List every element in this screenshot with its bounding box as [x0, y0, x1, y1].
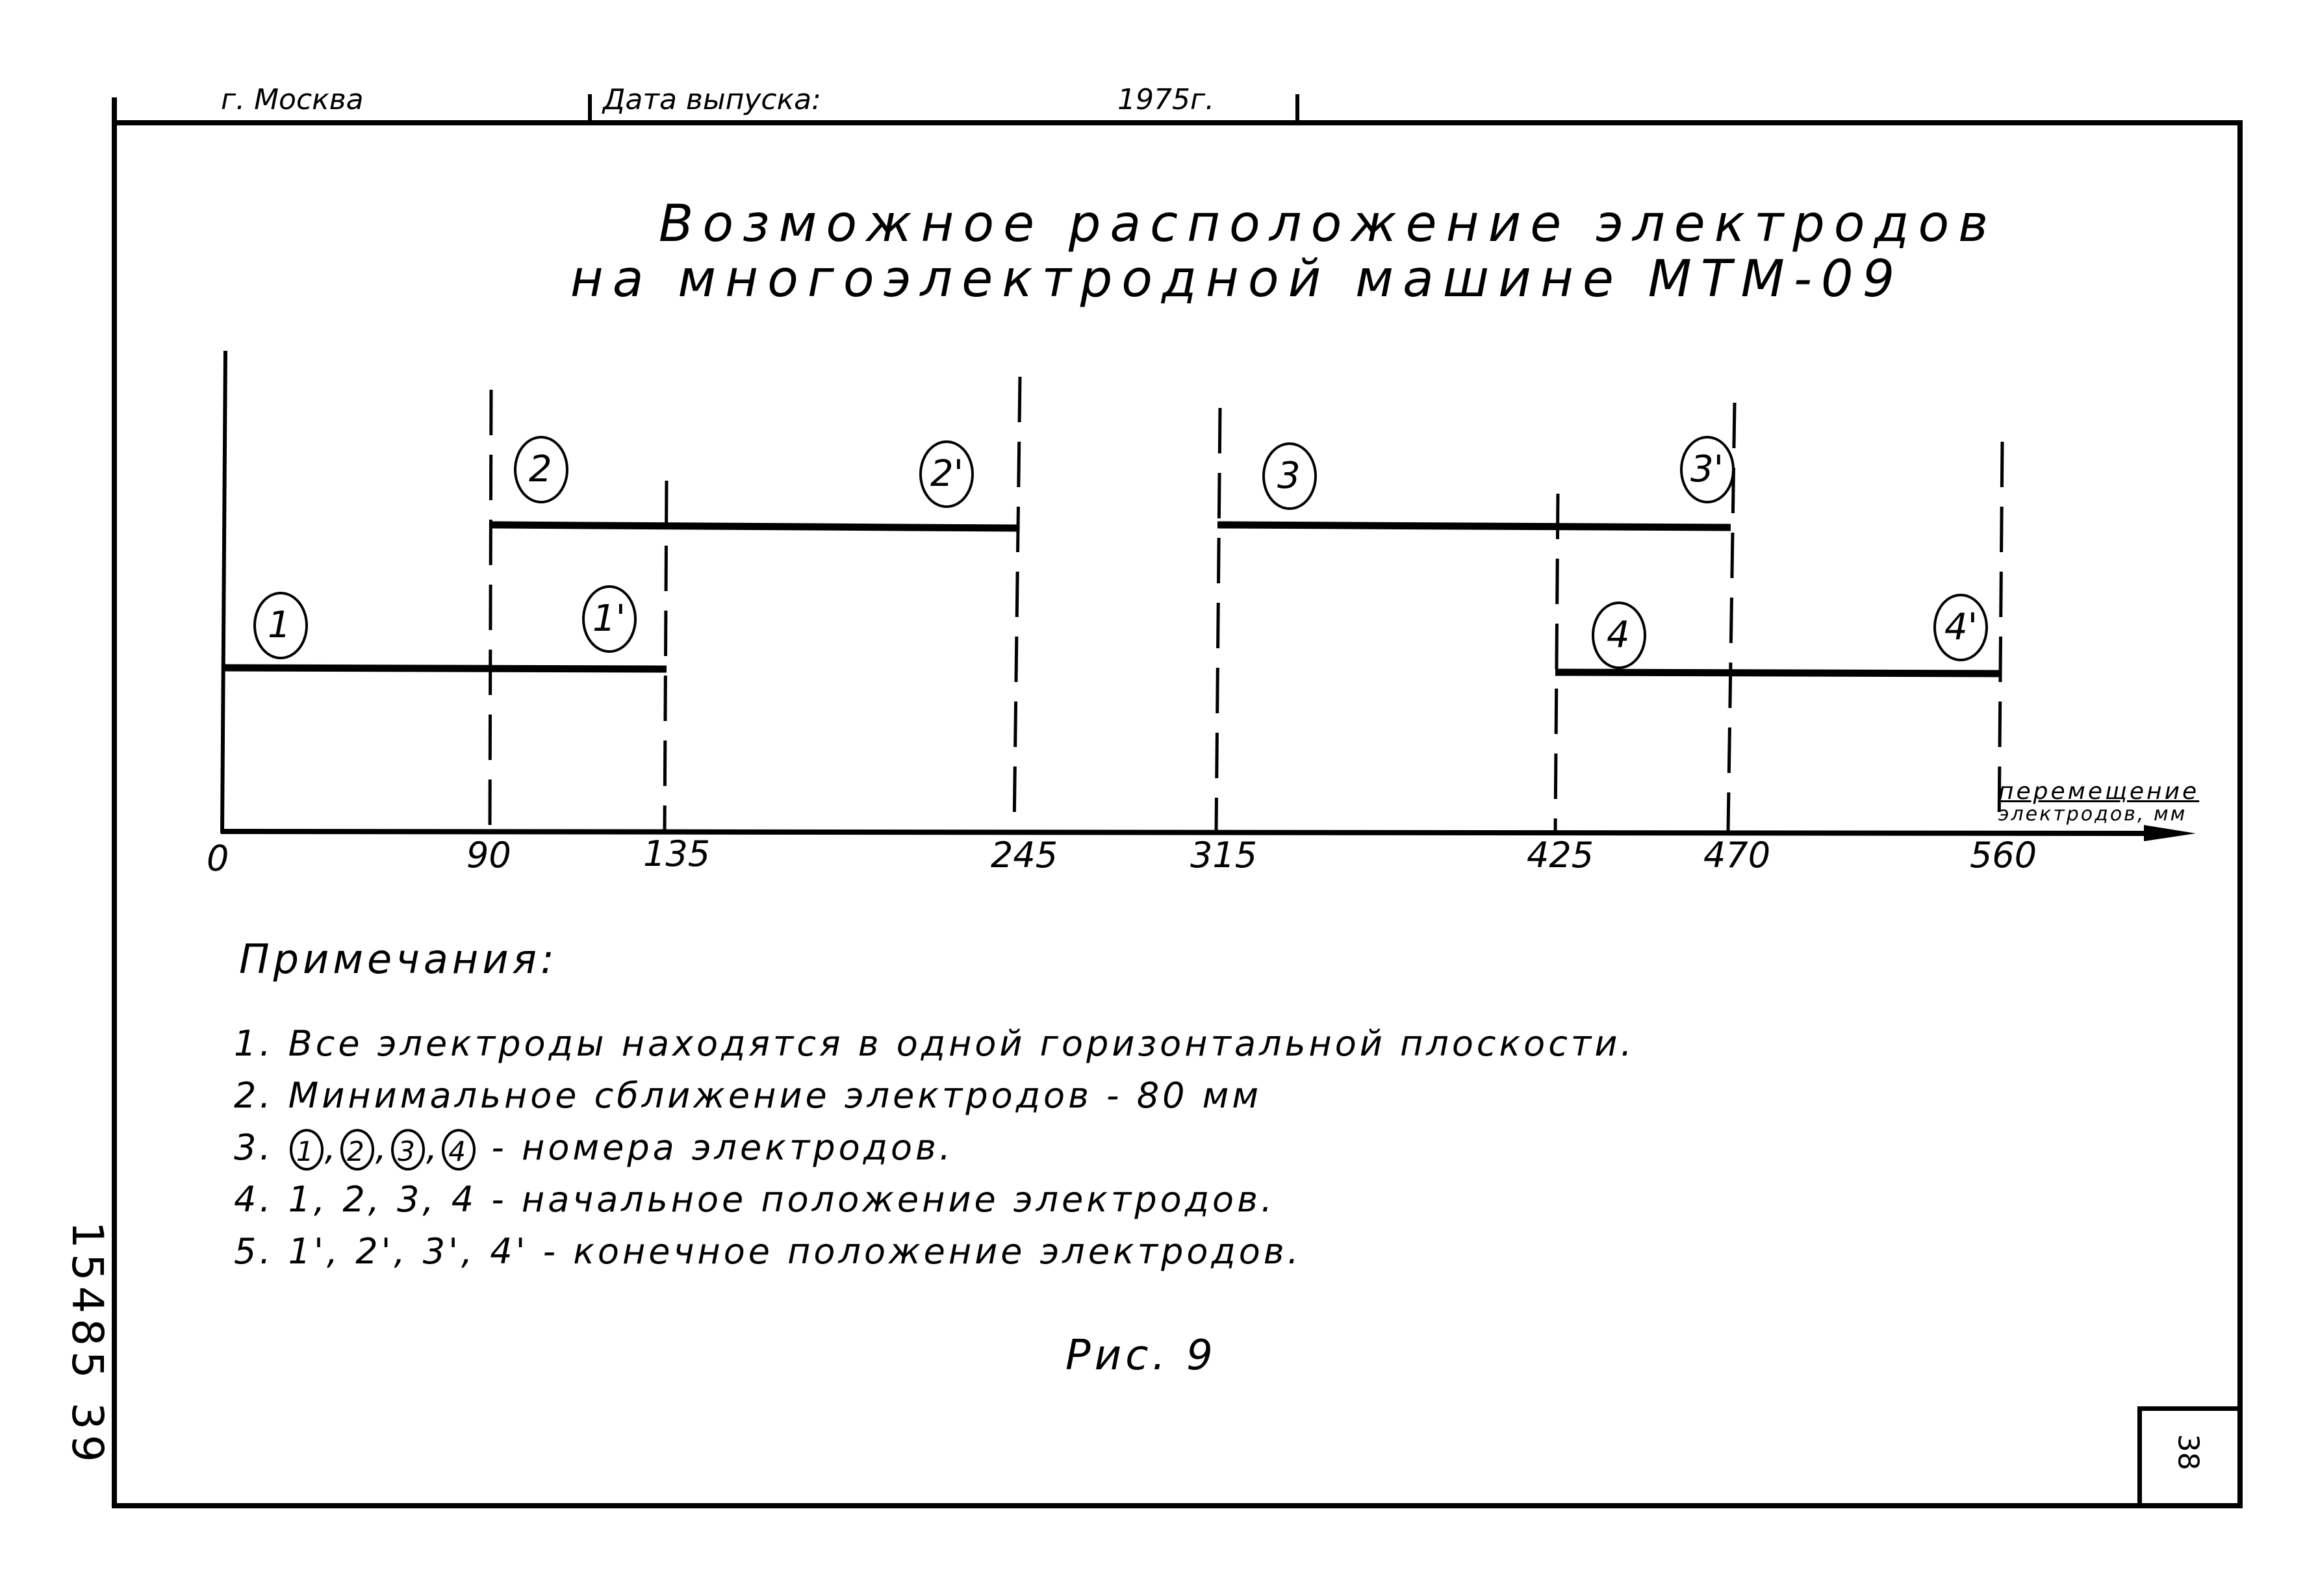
tick-470: 470: [1703, 835, 1771, 876]
marker-4prime-label: 4': [1944, 606, 1978, 648]
electrode-4-bar: [1555, 668, 2002, 678]
marker-3prime-circle-icon: [1680, 436, 1735, 503]
note-3-text: - номера электродов.: [491, 1127, 954, 1168]
note-3: 3. 1,2,3,4 - номера электродов.: [234, 1127, 954, 1171]
dash-135: [663, 480, 669, 832]
note-3-circle-1-icon: 1: [289, 1129, 324, 1171]
note-4: 4. 1, 2, 3, 4 - начальное положение элек…: [234, 1179, 1276, 1220]
marker-3-label: 3: [1277, 455, 1301, 497]
header-separator-end: [1295, 94, 1299, 123]
notes-heading: Примечания:: [239, 935, 558, 983]
marker-1-label: 1: [268, 604, 291, 646]
title-line-2: на многоэлектродной машине МТМ-09: [570, 250, 1904, 309]
marker-1-circle-icon: [253, 592, 308, 659]
origin-line: [220, 350, 227, 834]
marker-2-label: 2: [529, 448, 552, 490]
note-1: 1. Все электроды находятся в одной гориз…: [234, 1023, 1635, 1064]
tick-0: 0: [207, 838, 229, 879]
dash-425: [1553, 493, 1560, 832]
electrode-3-bar: [1217, 521, 1731, 531]
tick-425: 425: [1527, 835, 1594, 876]
header-city: г. Москва: [221, 83, 364, 116]
note-2: 2. Минимальное сближение электродов - 80…: [234, 1075, 1262, 1116]
header-separator: [588, 94, 592, 123]
figure-caption: Рис. 9: [1065, 1332, 1217, 1380]
frame-top-border: [112, 120, 2243, 125]
axis-label-line-2: электродов, мм: [1998, 803, 2187, 826]
tick-560: 560: [1970, 835, 2037, 876]
dash-315: [1214, 407, 1222, 832]
marker-4-circle-icon: [1592, 602, 1646, 669]
marker-2prime-circle-icon: [919, 440, 974, 508]
side-document-code: 15485 39: [62, 1221, 112, 1467]
header-year: 1975г.: [1117, 83, 1215, 116]
note-3-circle-2-icon: 2: [340, 1129, 374, 1171]
note-3-circle-4-icon: 4: [442, 1129, 476, 1171]
frame-right-border: [2237, 125, 2243, 1508]
marker-2-circle-icon: [514, 436, 568, 503]
frame-bottom-border: [112, 1503, 2243, 1508]
marker-4-label: 4: [1607, 614, 1630, 656]
marker-3prime-label: 3': [1690, 448, 1724, 490]
frame-left-border: [112, 97, 117, 1507]
dash-560: [1997, 441, 2004, 832]
header-date-label: Дата выпуска:: [603, 83, 821, 116]
page-number: 38: [2171, 1434, 2205, 1471]
axis-line: [220, 829, 2145, 836]
marker-4prime-circle-icon: [1933, 594, 1988, 661]
tick-245: 245: [991, 835, 1058, 876]
tick-90: 90: [466, 835, 511, 876]
tick-135: 135: [643, 833, 711, 874]
electrode-2-bar: [490, 521, 1019, 532]
axis-label-line-1: перемещение: [1998, 778, 2200, 805]
title-line-1: Возможное расположение электродов: [658, 195, 1998, 253]
tick-315: 315: [1190, 835, 1258, 876]
page-number-box: [2137, 1406, 2237, 1504]
marker-1prime-label: 1': [592, 598, 626, 640]
note-3-circle-3-icon: 3: [391, 1129, 426, 1171]
electrode-1-bar: [222, 664, 667, 673]
axis-arrow-icon: [2144, 825, 2196, 841]
note-3-number: 3.: [234, 1127, 274, 1168]
dash-245: [1012, 376, 1022, 832]
dash-90: [488, 389, 493, 832]
marker-1prime-circle-icon: [582, 585, 637, 653]
note-5: 5. 1', 2', 3', 4' - конечное положение э…: [234, 1231, 1302, 1272]
marker-2prime-label: 2': [930, 453, 964, 495]
marker-3-circle-icon: [1262, 442, 1317, 510]
